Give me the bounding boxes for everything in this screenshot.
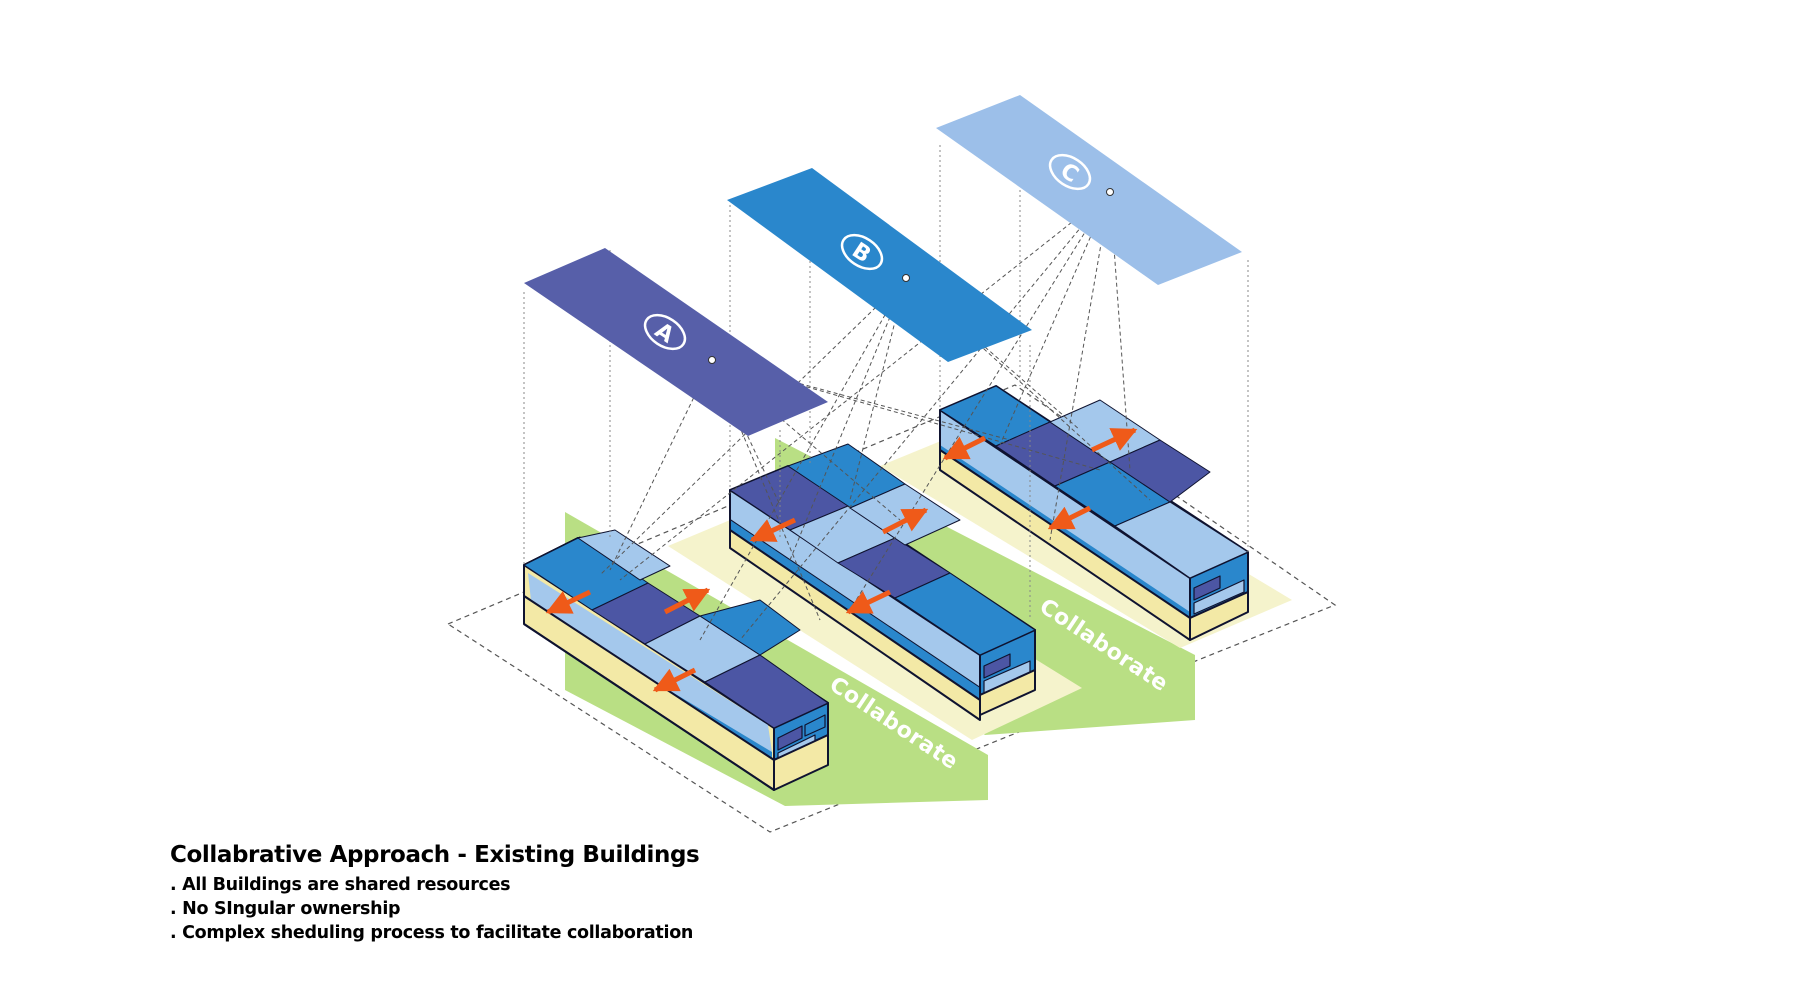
plane-b-node xyxy=(902,274,910,282)
arrow-icon xyxy=(1090,427,1138,453)
building-b xyxy=(729,443,1036,721)
arrow-icon xyxy=(942,435,987,461)
arrow-icon xyxy=(663,587,711,615)
arrow-icon xyxy=(1047,505,1092,531)
site-boundary xyxy=(446,384,1337,833)
caption-bullet: . Complex sheduling process to facilitat… xyxy=(170,923,694,943)
caption: Collabrative Approach - Existing Buildin… xyxy=(170,842,870,945)
caption-title: Collabrative Approach - Existing Buildin… xyxy=(170,842,700,868)
arrow-icon xyxy=(545,589,592,615)
arrow-icon xyxy=(881,507,929,535)
arrow-icon xyxy=(845,589,892,615)
movement-arrows xyxy=(545,427,1138,693)
owner-plane-c: C xyxy=(936,95,1242,285)
arrow-icon xyxy=(652,667,697,693)
building-a xyxy=(523,529,829,791)
caption-bullet: . No SIngular ownership xyxy=(170,899,401,919)
owner-plane-b: B xyxy=(727,168,1032,362)
owner-plane-a: A xyxy=(524,248,828,436)
plane-a-node xyxy=(708,356,716,364)
arrow-icon xyxy=(749,517,797,543)
plane-c-node xyxy=(1106,188,1114,196)
caption-bullet: . All Buildings are shared resources xyxy=(170,875,511,895)
collaborate-arrow-left xyxy=(565,512,988,806)
